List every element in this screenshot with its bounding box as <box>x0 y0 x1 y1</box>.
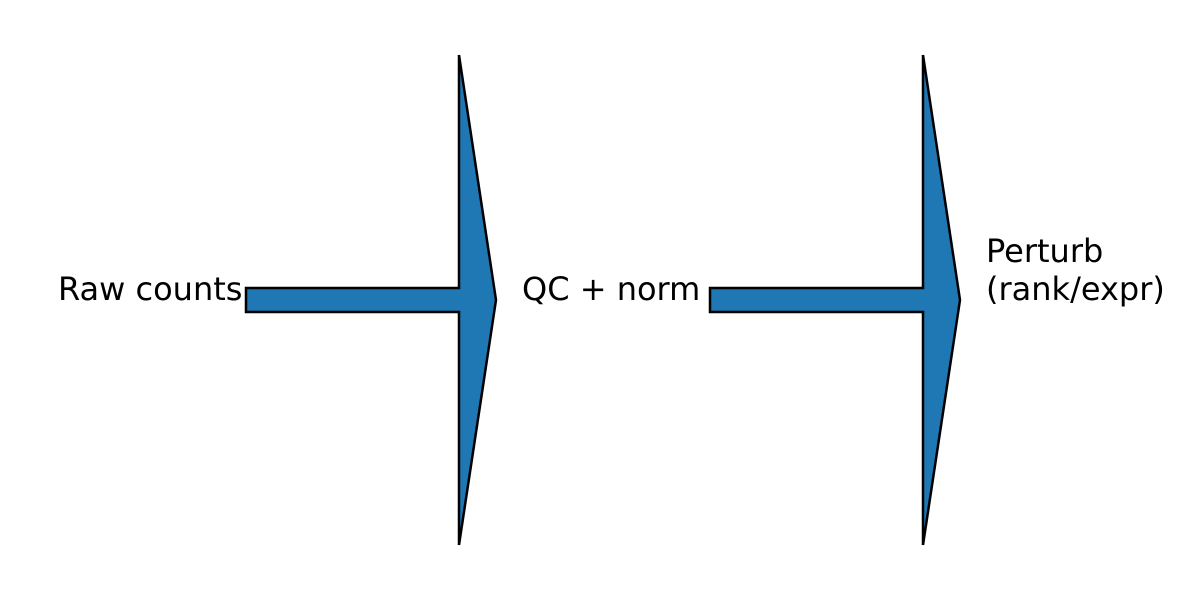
arrow-qc-to-perturb <box>708 54 962 546</box>
stage-label-perturb-line-1: Perturb <box>986 232 1104 270</box>
stage-label-qc-norm: QC + norm <box>522 270 701 308</box>
stage-label-raw-counts: Raw counts <box>58 270 243 308</box>
stage-label-perturb-line-2: (rank/expr) <box>986 270 1165 308</box>
arrow-raw-to-qc <box>244 54 498 546</box>
stage-label-perturb: Perturb (rank/expr) <box>986 232 1165 308</box>
